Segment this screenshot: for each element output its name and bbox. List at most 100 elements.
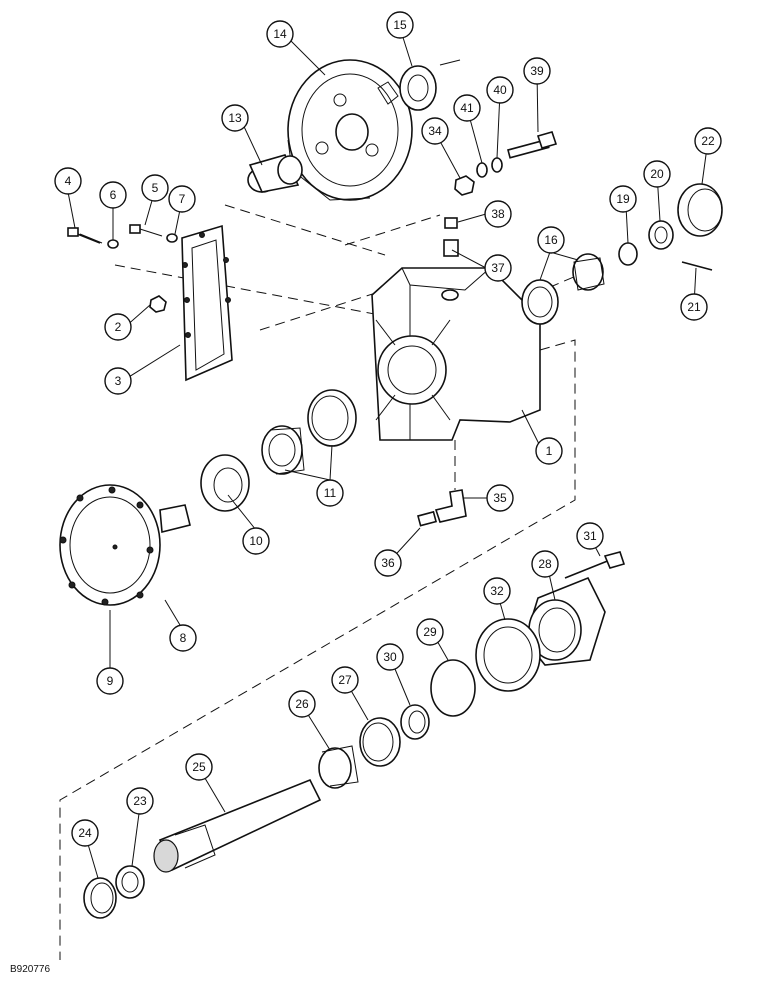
svg-text:34: 34: [428, 124, 442, 138]
callout-3: 3: [104, 367, 132, 395]
callout-4: 4: [54, 167, 82, 195]
svg-text:5: 5: [152, 181, 159, 195]
svg-text:9: 9: [107, 674, 114, 688]
callout-9: 9: [96, 667, 124, 695]
callout-21: 21: [680, 293, 708, 321]
callout-24: 24: [71, 819, 99, 847]
assembly-guide-lines: [59, 204, 591, 960]
part-bearing-26: [318, 745, 359, 789]
callout-30: 30: [376, 643, 404, 671]
svg-text:8: 8: [180, 631, 187, 645]
svg-text:15: 15: [393, 18, 407, 32]
part-housing-1: [371, 267, 541, 441]
svg-text:3: 3: [115, 374, 122, 388]
part-flange-14: [287, 59, 413, 201]
callout-1: 1: [535, 437, 563, 465]
callout-32: 32: [483, 577, 511, 605]
callout-39: 39: [523, 57, 551, 85]
callout-13: 13: [221, 104, 249, 132]
part-bolt-31: [564, 551, 626, 579]
svg-text:31: 31: [583, 529, 597, 543]
svg-text:2: 2: [115, 320, 122, 334]
callout-5: 5: [141, 174, 169, 202]
callout-20: 20: [643, 160, 671, 188]
part-race-27: [359, 717, 401, 767]
part-bearing-16: [521, 253, 605, 325]
part-nut-2: [149, 295, 167, 313]
callout-8: 8: [169, 624, 197, 652]
callout-40: 40: [486, 76, 514, 104]
callout-35: 35: [486, 484, 514, 512]
part-oring-29: [430, 659, 476, 717]
callout-16: 16: [537, 226, 565, 254]
bolts-washers-top-left: [67, 224, 178, 249]
part-cover-3: [181, 224, 233, 382]
svg-text:16: 16: [544, 233, 558, 247]
svg-text:13: 13: [228, 111, 242, 125]
callout-37: 37: [484, 254, 512, 282]
callout-38: 38: [484, 200, 512, 228]
part-sleeve-13: [247, 154, 303, 193]
part-yoke-9: [59, 484, 191, 606]
part-seal-30: [400, 704, 430, 740]
svg-text:20: 20: [650, 167, 664, 181]
callout-23: 23: [126, 787, 154, 815]
svg-text:10: 10: [249, 534, 263, 548]
svg-text:26: 26: [295, 697, 309, 711]
callout-29: 29: [416, 618, 444, 646]
svg-text:4: 4: [65, 174, 72, 188]
svg-text:6: 6: [110, 188, 117, 202]
callout-34: 34: [421, 117, 449, 145]
part-retainer-28: [524, 576, 606, 666]
callout-10: 10: [242, 527, 270, 555]
callout-14: 14: [266, 20, 294, 48]
svg-text:27: 27: [338, 673, 352, 687]
part-seal-10: [200, 454, 250, 512]
callout-36: 36: [374, 549, 402, 577]
svg-text:24: 24: [78, 826, 92, 840]
part-gasket-32: [475, 618, 541, 692]
part-race-24: [83, 877, 117, 919]
figure-code: B920776: [10, 964, 51, 975]
fittings-35-36: [417, 489, 467, 527]
callout-6: 6: [99, 181, 127, 209]
svg-text:41: 41: [460, 101, 474, 115]
svg-text:22: 22: [701, 134, 715, 148]
callout-31: 31: [576, 522, 604, 550]
callout-19: 19: [609, 185, 637, 213]
svg-text:14: 14: [273, 27, 287, 41]
callout-27: 27: [331, 666, 359, 694]
part-bearing-23: [115, 865, 145, 899]
svg-text:38: 38: [491, 207, 505, 221]
svg-text:40: 40: [493, 83, 507, 97]
svg-text:7: 7: [179, 192, 186, 206]
callout-15: 15: [386, 11, 414, 39]
svg-text:25: 25: [192, 760, 206, 774]
small-hardware-top-right: [454, 131, 558, 196]
callout-2: 2: [104, 313, 132, 341]
svg-text:1: 1: [546, 444, 553, 458]
part-bearing-11: [261, 389, 357, 475]
callout-28: 28: [531, 550, 559, 578]
part-shaft-25: [153, 778, 322, 873]
svg-text:35: 35: [493, 491, 507, 505]
svg-text:29: 29: [423, 625, 437, 639]
svg-text:37: 37: [491, 261, 505, 275]
svg-text:39: 39: [530, 64, 544, 78]
svg-text:28: 28: [538, 557, 552, 571]
svg-text:11: 11: [324, 486, 337, 500]
callout-26: 26: [288, 690, 316, 718]
svg-text:30: 30: [383, 650, 397, 664]
callout-25: 25: [185, 753, 213, 781]
svg-text:19: 19: [616, 192, 630, 206]
svg-text:36: 36: [381, 556, 395, 570]
svg-text:21: 21: [687, 300, 701, 314]
svg-text:32: 32: [490, 584, 504, 598]
callout-22: 22: [694, 127, 722, 155]
fittings-37-38: [443, 217, 459, 257]
svg-text:23: 23: [133, 794, 147, 808]
callout-11: 11: [316, 479, 344, 507]
callout-7: 7: [168, 185, 196, 213]
callout-41: 41: [453, 94, 481, 122]
